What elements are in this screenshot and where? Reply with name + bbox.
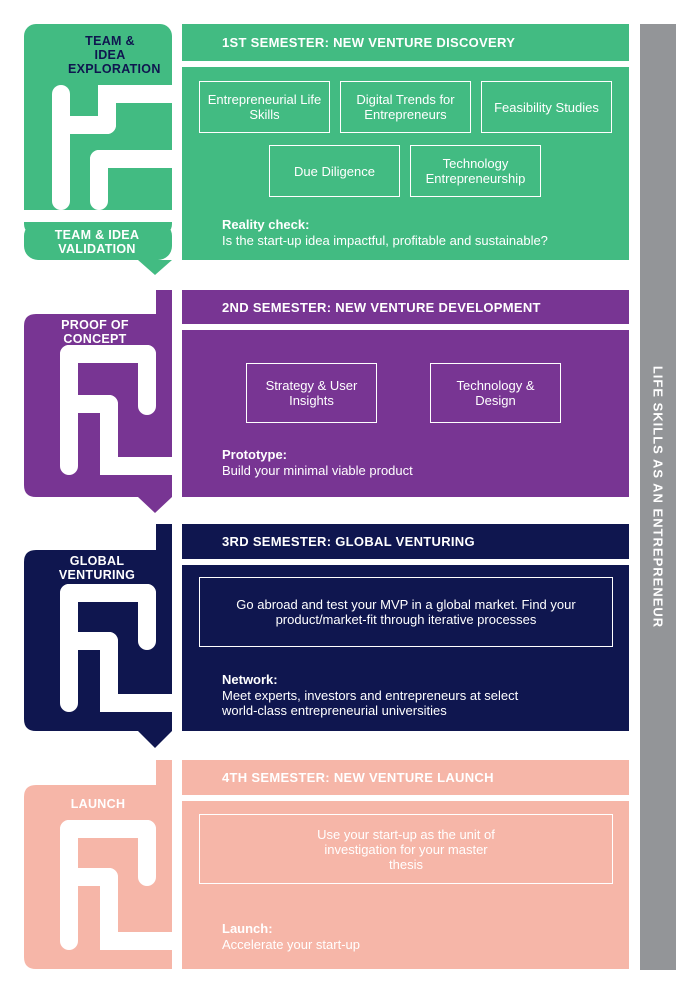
course-box: Technology Entrepreneurship — [410, 145, 541, 197]
course-box: Entrepreneurial Life Skills — [199, 81, 330, 133]
course-box: Feasibility Studies — [481, 81, 612, 133]
note-body: Is the start-up idea impactful, profitab… — [222, 233, 548, 248]
side-label: LIFE SKILLS AS AN ENTREPRENEUR — [650, 365, 666, 629]
side-bar: LIFE SKILLS AS AN ENTREPRENEUR — [640, 24, 676, 970]
note-title: Prototype: — [222, 447, 287, 462]
semester-4-panel: Use your start-up as the unit of investi… — [182, 801, 629, 969]
path-label-launch: LAUNCH — [70, 797, 126, 811]
path-label-team-idea-validation: TEAM & IDEA VALIDATION — [54, 228, 140, 256]
note-body: Accelerate your start-up — [222, 937, 361, 952]
course-box: Digital Trends for Entrepreneurs — [340, 81, 471, 133]
semester-3-header: 3RD SEMESTER: GLOBAL VENTURING — [182, 524, 629, 559]
note-body: Meet experts, investors and entrepreneur… — [222, 688, 519, 718]
course-box: Due Diligence — [269, 145, 400, 197]
course-box: Technology & Design — [430, 363, 561, 423]
semester-1-header: 1ST SEMESTER: NEW VENTURE DISCOVERY — [182, 24, 629, 61]
path-label-proof-of-concept: PROOF OF CONCEPT — [61, 318, 129, 346]
path-label-team-idea-exploration: TEAM & IDEA EXPLORATION — [68, 34, 161, 76]
note-title: Launch: — [222, 921, 273, 936]
semester-2-header: 2ND SEMESTER: NEW VENTURE DEVELOPMENT — [182, 290, 629, 324]
course-box: Go abroad and test your MVP in a global … — [199, 577, 613, 647]
course-box: Use your start-up as the unit of investi… — [199, 814, 613, 884]
course-box: Strategy & User Insights — [246, 363, 377, 423]
note-body: Build your minimal viable product — [222, 463, 413, 478]
note-title: Reality check: — [222, 217, 310, 232]
semester-3-panel: Go abroad and test your MVP in a global … — [182, 565, 629, 731]
semester-4-header: 4TH SEMESTER: NEW VENTURE LAUNCH — [182, 760, 629, 795]
path-label-global-venturing: GLOBAL VENTURING — [58, 554, 136, 582]
note-title: Network: — [222, 672, 278, 687]
semester-2-panel: Strategy & User Insights Technology & De… — [182, 330, 629, 497]
semester-1-panel: Entrepreneurial Life Skills Digital Tren… — [182, 67, 629, 260]
